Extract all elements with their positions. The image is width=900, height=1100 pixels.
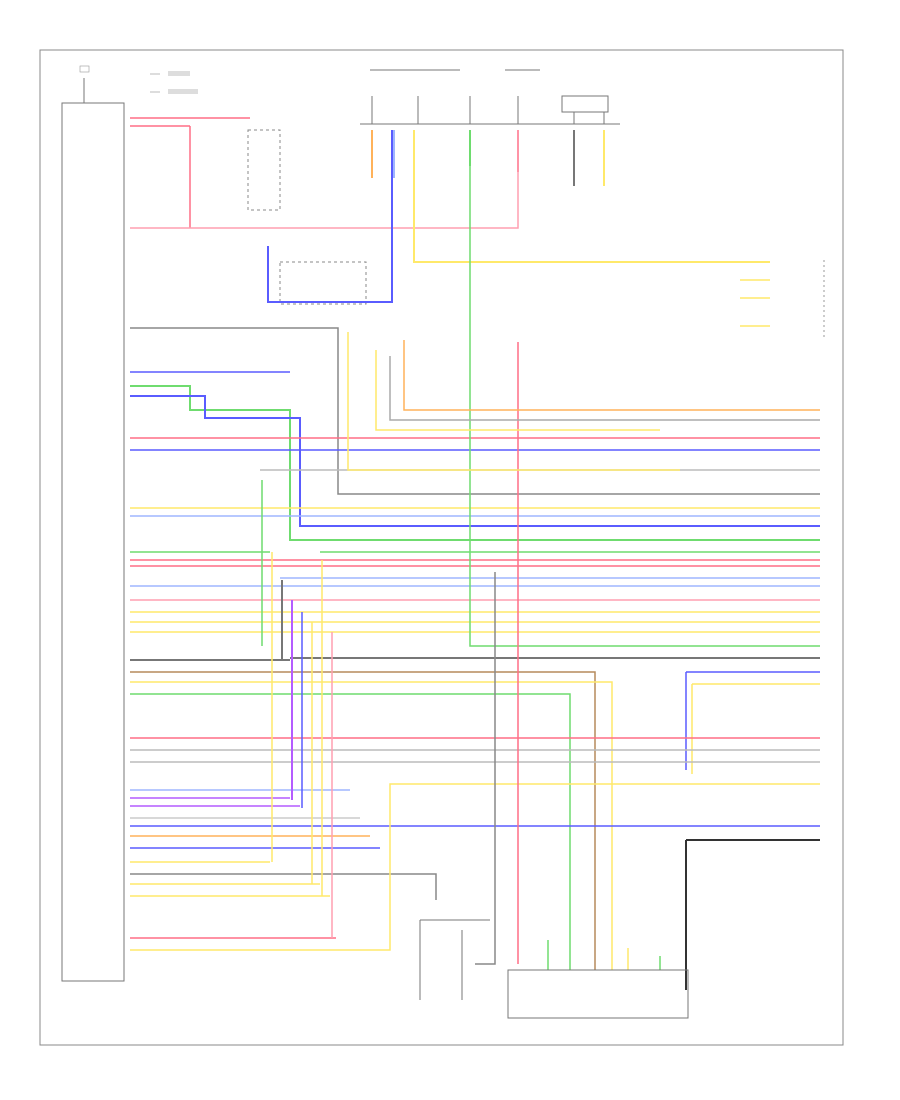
ecu-module (61, 65, 125, 982)
legend (150, 71, 198, 94)
diagram-frame (39, 49, 844, 1046)
relay (247, 129, 367, 305)
wire-bundle (130, 117, 820, 990)
ground-area (419, 919, 490, 1000)
top-stubs (371, 130, 605, 186)
bottom-module (507, 969, 689, 1019)
fuse-block (360, 69, 620, 125)
vertical-drops (261, 480, 333, 938)
